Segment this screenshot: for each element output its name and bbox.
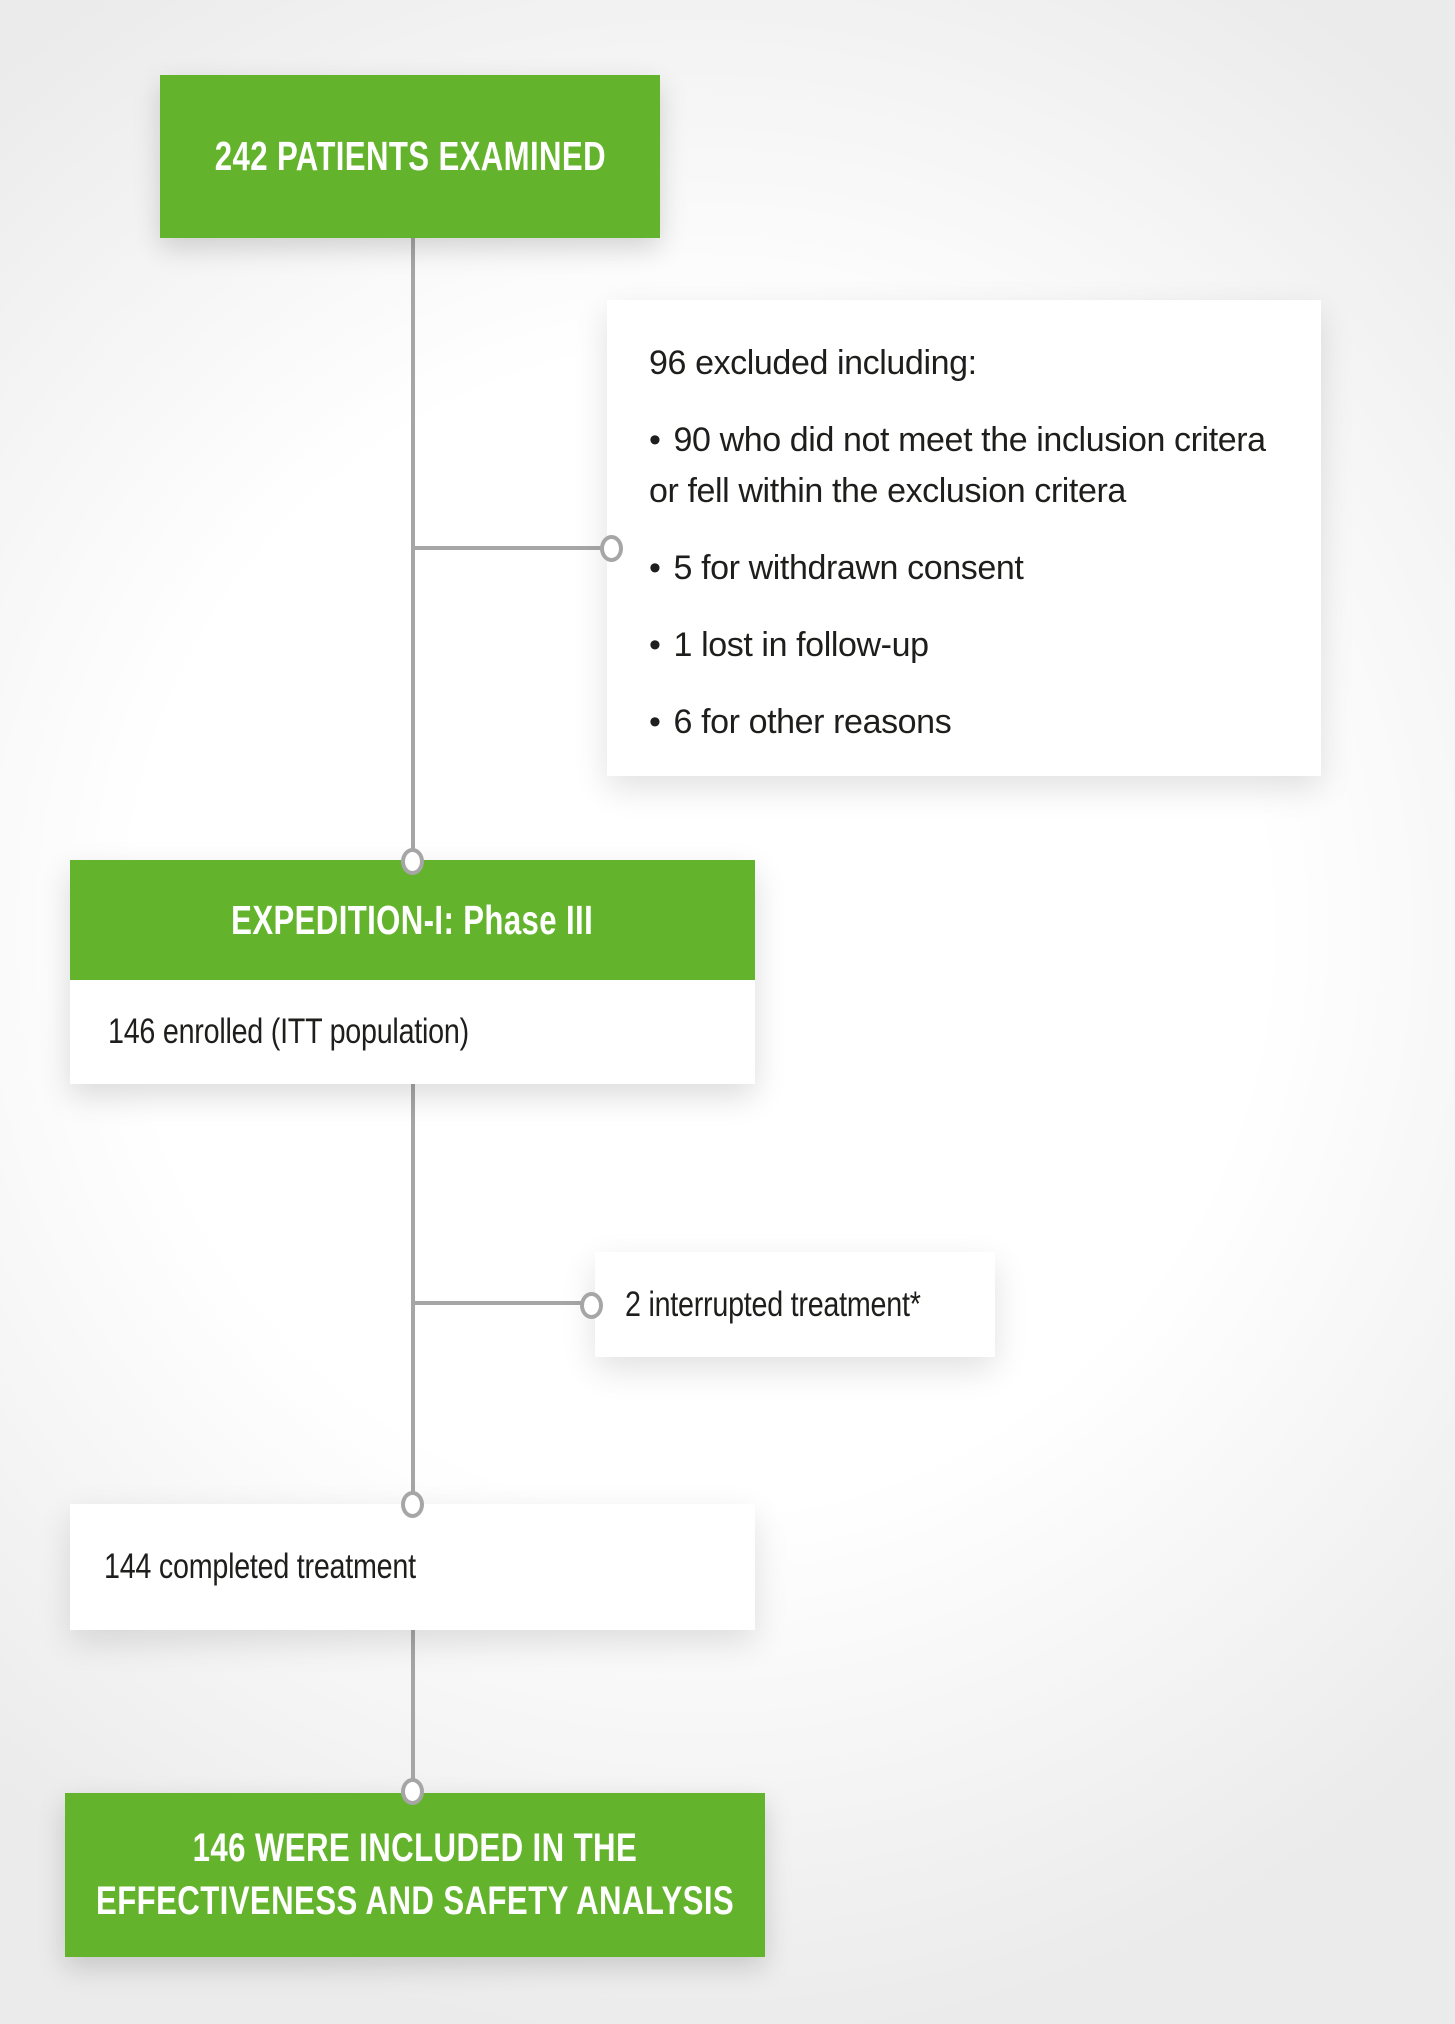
bullet-glyph: • <box>649 421 661 459</box>
node-patients-examined-label: 242 PATIENTS EXAMINED <box>214 133 606 179</box>
connector-circle-included <box>401 1778 424 1805</box>
exclusion-item: • 6 for other reasons <box>649 697 1295 748</box>
node-expedition-phase3: EXPEDITION-I: Phase III 146 enrolled (IT… <box>70 860 755 1084</box>
bullet-glyph: • <box>649 549 661 587</box>
connector-branch-exclusions <box>411 546 601 550</box>
node-included-analysis-line1: 146 WERE INCLUDED IN THE <box>192 1826 638 1871</box>
node-exclusions: 96 excluded including: •90 who did not m… <box>607 300 1321 776</box>
node-included-analysis-line2: EFFECTIVENESS AND SAFETY ANALYSIS <box>95 1879 735 1923</box>
exclusion-item: • 5 for withdrawn consent <box>649 543 1295 594</box>
node-completed-treatment-label: 144 completed treatment <box>104 1547 416 1586</box>
bullet-glyph: • <box>649 703 661 741</box>
node-expedition-body-text: 146 enrolled (ITT population) <box>108 1012 469 1051</box>
exclusion-item: • 1 lost in follow-up <box>649 620 1295 671</box>
connector-circle-exclusions <box>600 535 623 562</box>
connector-circle-expedition <box>401 848 424 875</box>
connector-completed-to-included <box>411 1630 415 1779</box>
node-completed-treatment: 144 completed treatment <box>70 1504 755 1630</box>
node-patients-examined: 242 PATIENTS EXAMINED <box>160 75 660 238</box>
connector-branch-interrupted <box>411 1301 581 1305</box>
connector-circle-completed <box>401 1491 424 1518</box>
node-expedition-header: EXPEDITION-I: Phase III <box>70 860 755 980</box>
exclusion-item-text: 5 for withdrawn consent <box>673 549 1024 587</box>
node-interrupted-treatment-label: 2 interrupted treatment* <box>625 1284 921 1324</box>
node-included-analysis: 146 WERE INCLUDED IN THE EFFECTIVENESS A… <box>65 1793 765 1957</box>
exclusion-item-text: 6 for other reasons <box>673 703 952 741</box>
connector-examined-to-expedition <box>411 238 415 849</box>
node-interrupted-treatment: 2 interrupted treatment* <box>595 1252 995 1357</box>
node-expedition-header-label: EXPEDITION-I: Phase III <box>231 896 594 943</box>
node-expedition-body: 146 enrolled (ITT population) <box>70 980 755 1084</box>
connector-expedition-to-completed <box>411 1084 415 1492</box>
exclusions-title: 96 excluded including: <box>649 344 977 382</box>
exclusion-item: •90 who did not meet the inclusion crite… <box>649 415 1295 517</box>
exclusion-item-text: 1 lost in follow-up <box>673 626 929 664</box>
exclusion-item-text: 90 who did not meet the inclusion criter… <box>649 421 1266 510</box>
connector-circle-interrupted <box>580 1292 603 1319</box>
bullet-glyph: • <box>649 626 661 664</box>
